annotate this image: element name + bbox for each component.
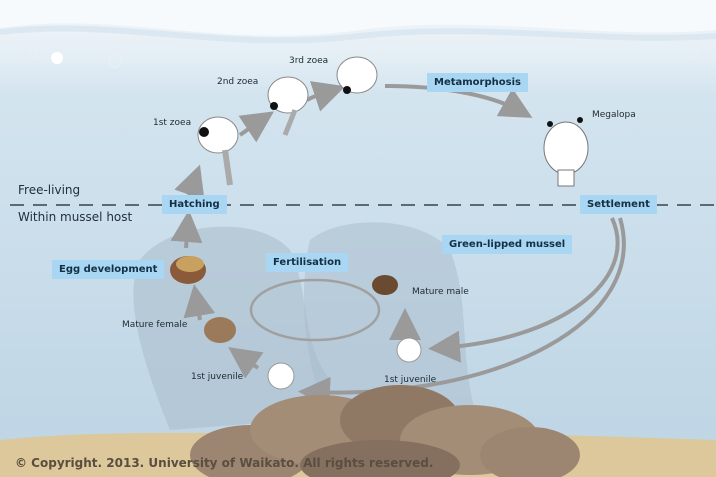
mature-female-label: Mature female: [122, 320, 188, 330]
mussel-host-zone-label: Within mussel host: [18, 210, 133, 224]
zoea-2-label: 2nd zoea: [217, 77, 259, 87]
mature-male-label: Mature male: [412, 287, 469, 297]
zoea-3-icon: [336, 56, 378, 94]
zoea-3-label: 3rd zoea: [289, 56, 329, 66]
metamorphosis-label: Metamorphosis: [427, 73, 528, 92]
juvenile-left-label: 1st juvenile: [191, 372, 244, 382]
juvenile-left-icon: [267, 362, 295, 390]
megalopa-label: Megalopa: [592, 110, 636, 120]
settlement-label: Settlement: [580, 195, 657, 214]
zoea-2-icon: [267, 76, 309, 136]
juvenile-right-icon: [396, 337, 422, 363]
free-living-zone-label: Free-living: [18, 183, 81, 197]
fertilisation-label: Fertilisation: [266, 253, 349, 272]
egg-development-label: Egg development: [52, 260, 165, 279]
mature-male-icon: [372, 275, 398, 295]
megalopa-icon: [543, 117, 589, 187]
green-lipped-mussel-label: Green-lipped mussel: [442, 235, 573, 254]
zoea-1-icon: [197, 116, 239, 186]
zoea-1-label: 1st zoea: [153, 118, 192, 128]
mature-female-icon: [204, 317, 236, 343]
copyright-notice: © Copyright. 2013. University of Waikato…: [15, 456, 434, 470]
egg-carrying-female-icon: [170, 256, 206, 284]
juvenile-right-label: 1st juvenile: [384, 375, 437, 385]
hatching-label: Hatching: [162, 195, 227, 214]
